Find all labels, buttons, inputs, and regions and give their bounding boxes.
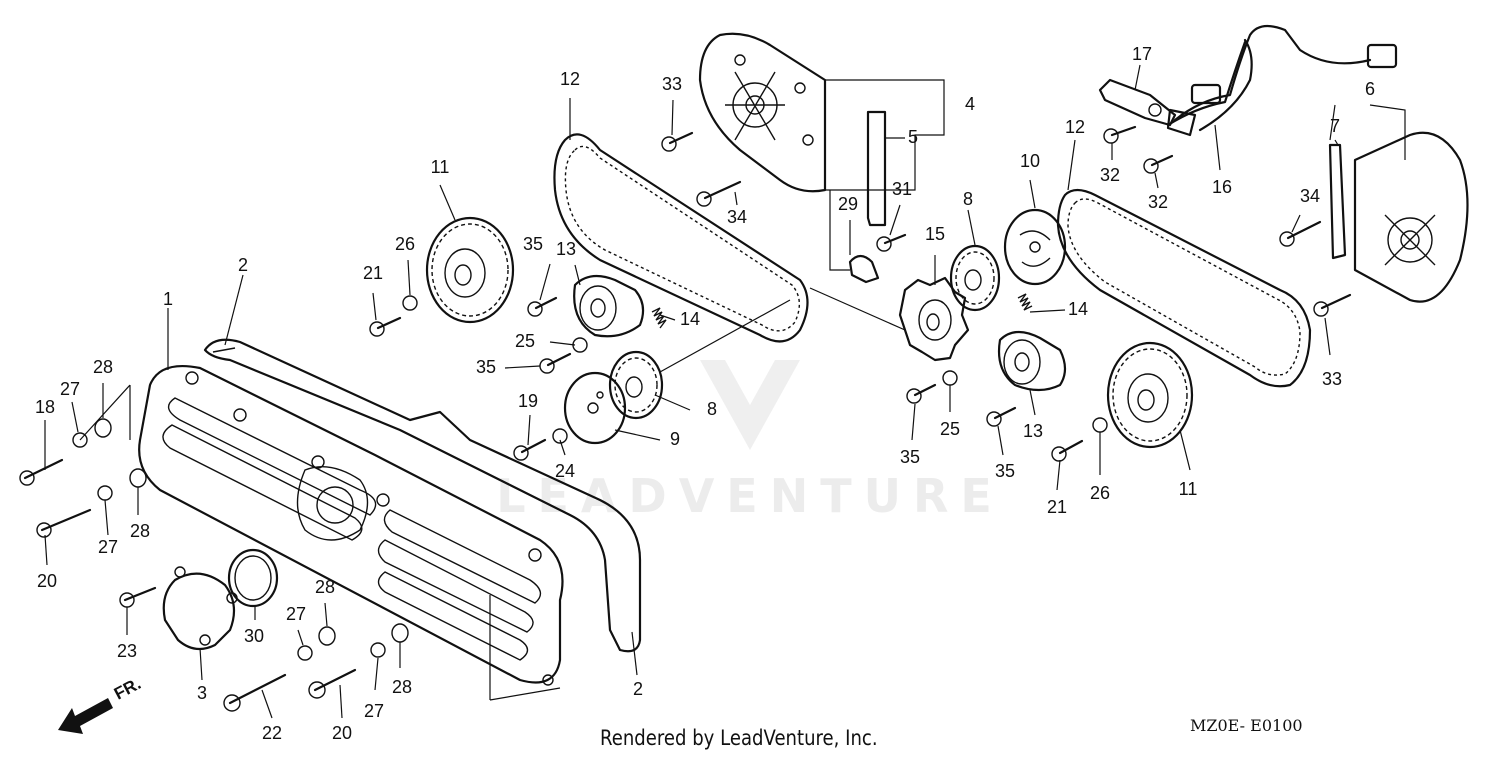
label-27d: 27 — [364, 701, 384, 721]
label-14b: 14 — [1068, 299, 1088, 319]
label-20a: 20 — [37, 571, 57, 591]
label-26b: 26 — [1090, 483, 1110, 503]
label-5: 5 — [908, 127, 918, 147]
timing-belt-right — [1056, 188, 1312, 388]
label-35a: 35 — [523, 234, 543, 254]
label-26a: 26 — [395, 234, 415, 254]
sprocket — [898, 276, 970, 362]
crank-pulley-left — [608, 350, 664, 420]
label-35b: 35 — [476, 357, 496, 377]
label-19: 19 — [518, 391, 538, 411]
sensor-harness — [1166, 24, 1398, 137]
label-9: 9 — [670, 429, 680, 449]
label-23: 23 — [117, 641, 137, 661]
spring-left — [651, 307, 667, 329]
front-direction-label: FR. — [111, 674, 144, 704]
label-7: 7 — [1330, 116, 1340, 136]
timing-belt-left — [553, 133, 809, 343]
bolts-and-washers — [19, 125, 1352, 712]
label-21a: 21 — [363, 263, 383, 283]
label-20b: 20 — [332, 723, 352, 743]
label-15: 15 — [925, 224, 945, 244]
label-33a: 33 — [662, 74, 682, 94]
crank-pulley-right — [949, 244, 1001, 312]
label-13b: 13 — [1023, 421, 1043, 441]
part-labels: 1 2 2 3 4 5 6 7 8 8 9 10 11 11 12 12 13 … — [35, 44, 1375, 743]
label-8b: 8 — [707, 399, 717, 419]
tensioner-right — [997, 330, 1067, 392]
plate-right — [1003, 208, 1067, 286]
label-13a: 13 — [556, 239, 576, 259]
label-31: 31 — [892, 179, 912, 199]
label-8a: 8 — [963, 189, 973, 209]
sensor-bracket — [1098, 78, 1177, 127]
diagram-code: MZ0E- E0100 — [1190, 716, 1303, 735]
label-35d: 35 — [995, 461, 1015, 481]
cam-pulley-right — [1106, 341, 1194, 449]
leader-lines — [44, 64, 1406, 719]
render-credit: Rendered by LeadVenture, Inc. — [600, 726, 878, 750]
label-6: 6 — [1365, 79, 1375, 99]
label-29: 29 — [838, 194, 858, 214]
label-35c: 35 — [900, 447, 920, 467]
label-21b: 21 — [1047, 497, 1067, 517]
label-12b: 12 — [1065, 117, 1085, 137]
spring-right — [1017, 293, 1033, 311]
label-14a: 14 — [680, 309, 700, 329]
label-27a: 27 — [60, 379, 80, 399]
clip — [848, 254, 880, 284]
label-25b: 25 — [940, 419, 960, 439]
watermark-logo: LEADVENTURE — [496, 360, 1004, 523]
cover-gasket — [203, 338, 642, 653]
label-27b: 27 — [98, 537, 118, 557]
label-27c: 27 — [286, 604, 306, 624]
label-28d: 28 — [392, 677, 412, 697]
inner-cover-right — [1353, 131, 1469, 303]
label-22: 22 — [262, 723, 282, 743]
label-28b: 28 — [130, 521, 150, 541]
label-2a: 2 — [238, 255, 248, 275]
label-32a: 32 — [1100, 165, 1120, 185]
label-11a: 11 — [431, 157, 450, 177]
label-28a: 28 — [93, 357, 113, 377]
front-direction-arrow-icon: FR. — [58, 674, 144, 734]
plate-left — [563, 371, 627, 445]
label-16: 16 — [1212, 177, 1232, 197]
label-30: 30 — [244, 626, 264, 646]
o-ring — [227, 548, 279, 608]
outer-cover — [138, 364, 564, 686]
cam-pulley-left — [425, 216, 515, 324]
label-17: 17 — [1132, 44, 1152, 64]
label-2b: 2 — [633, 679, 643, 699]
watermark-text: LEADVENTURE — [496, 469, 1004, 523]
cap-cover — [162, 566, 238, 651]
label-3: 3 — [197, 683, 207, 703]
label-11b: 11 — [1179, 479, 1198, 499]
inner-cover-left — [698, 32, 827, 193]
label-10: 10 — [1020, 151, 1040, 171]
label-33b: 33 — [1322, 369, 1342, 389]
label-25a: 25 — [515, 331, 535, 351]
label-32b: 32 — [1148, 192, 1168, 212]
label-12a: 12 — [560, 69, 580, 89]
label-34b: 34 — [1300, 186, 1320, 206]
label-1: 1 — [163, 289, 173, 309]
label-24: 24 — [555, 461, 575, 481]
guide-right — [1328, 143, 1347, 260]
label-4: 4 — [965, 94, 975, 114]
label-18: 18 — [35, 397, 55, 417]
label-34a: 34 — [727, 207, 747, 227]
guide-left — [866, 110, 887, 227]
label-28c: 28 — [315, 577, 335, 597]
tensioner-left — [573, 274, 645, 338]
